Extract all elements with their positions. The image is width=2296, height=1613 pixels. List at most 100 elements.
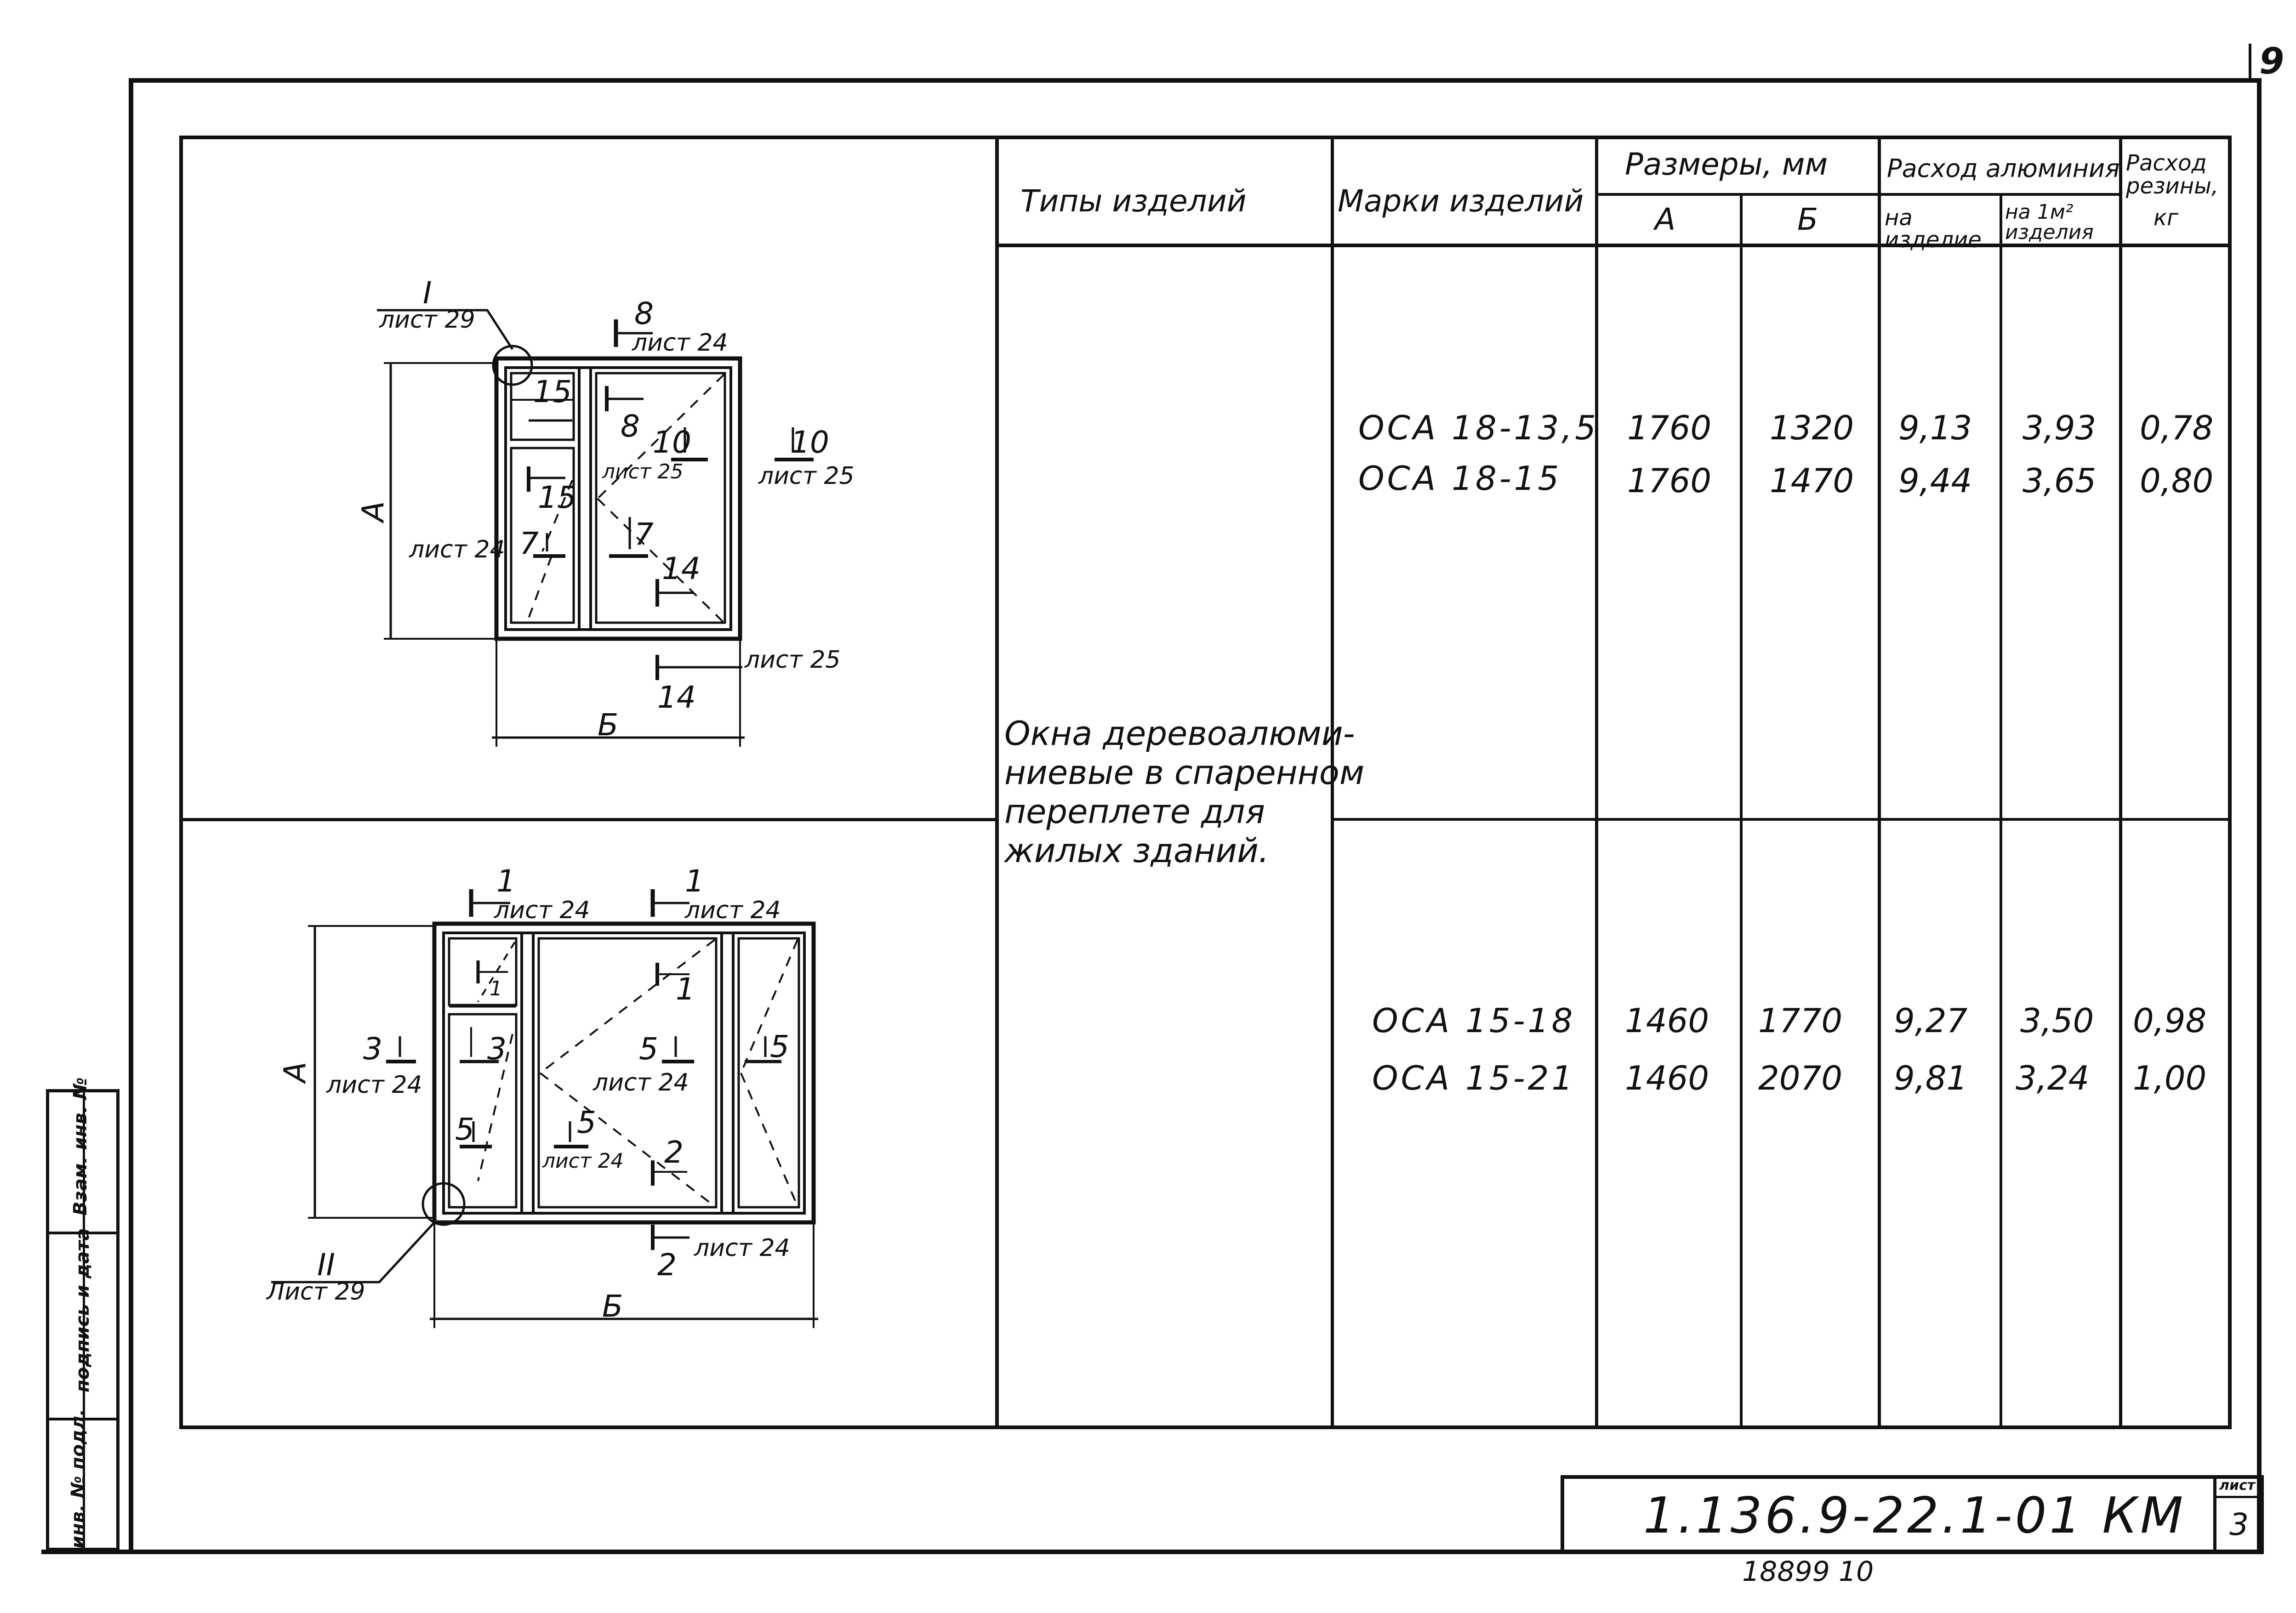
type-description-line-3: переплете для	[1004, 792, 1265, 831]
row-size-b: 2070	[1758, 1059, 1843, 1097]
section-10-sheet: лист 25	[602, 460, 684, 483]
header-bottom-line	[995, 244, 2232, 247]
row-alu-per-m2: 3,50	[2020, 1001, 2094, 1040]
d2-section-5-sheet: лист 24	[593, 1069, 689, 1096]
row-alu-per-m2: 3,24	[2016, 1059, 2090, 1097]
side-stamp-replaced: Взам. инв. №	[70, 1077, 91, 1215]
side-stamp-sign-date: подпись и дата	[72, 1228, 93, 1392]
title-block-sheet-sep	[2213, 1496, 2264, 1498]
title-block	[1561, 1475, 2264, 1554]
row-alu-per-item: 9,13	[1898, 409, 1972, 447]
outer-frame-left	[129, 78, 133, 1553]
row-alu-per-item: 9,81	[1894, 1059, 1968, 1097]
outer-frame-bottom	[41, 1550, 2262, 1554]
row-size-a: 1460	[1625, 1001, 1709, 1040]
d2-section-5r-label: 5	[770, 1029, 789, 1064]
section-10-label: 10	[653, 425, 691, 460]
row-rubber: 0,98	[2133, 1001, 2207, 1040]
header-size-b: Б	[1797, 202, 1818, 237]
section-8-sheet: лист 24	[632, 329, 728, 357]
row-alu-per-m2: 3,93	[2023, 409, 2097, 447]
section-15b-label: 15	[538, 480, 576, 515]
outer-frame-right	[2257, 78, 2262, 1553]
title-block-sheet-divider	[2213, 1475, 2216, 1554]
section-10r-label: 10	[791, 425, 829, 460]
header-subline	[1595, 193, 2121, 196]
sheet-label: лист	[2219, 1477, 2256, 1494]
d2-section-1b-sheet: лист 24	[685, 897, 781, 924]
row-mark: ОСА 18-15	[1358, 459, 1562, 498]
row-size-b: 1770	[1758, 1001, 1843, 1040]
header-per-m2: на 1м² изделия	[2005, 200, 2094, 244]
section-14b-label: 14	[657, 680, 696, 715]
side-stamp-vsep	[83, 1089, 85, 1551]
section-10r-sheet: лист 25	[758, 462, 855, 490]
row-size-a: 1460	[1625, 1059, 1709, 1097]
corner-sheet-number: 9	[2259, 41, 2285, 82]
row-size-a: 1760	[1627, 409, 1712, 447]
row-mark: ОСА 15-21	[1372, 1059, 1576, 1097]
header-sizes: Размеры, мм	[1625, 147, 1828, 182]
d2-section-1a-sheet: лист 24	[494, 897, 590, 924]
type-description-line-1: Окна деревоалюми-	[1004, 714, 1355, 753]
d2-section-2b-sheet: лист 24	[694, 1234, 790, 1262]
node-ref-1: I	[423, 275, 432, 311]
section-14-sheet: лист 25	[745, 646, 841, 674]
d2-section-3-sheet: лист 24	[326, 1071, 422, 1099]
col-line-marks	[1331, 136, 1334, 1429]
row-rubber: 1,00	[2133, 1059, 2207, 1097]
section-15-label: 15	[533, 374, 572, 409]
drawing-code: 1.136.9-22.1-01 КМ	[1643, 1487, 2186, 1545]
row-size-b: 1320	[1770, 409, 1854, 447]
section-8-label: 8	[634, 296, 654, 331]
row-alu-per-item: 9,27	[1894, 1001, 1968, 1040]
row-mark: ОСА 15-18	[1372, 1001, 1576, 1040]
node-sheet-2: Лист 29	[267, 1278, 365, 1306]
header-rubber-unit: кг	[2154, 205, 2179, 231]
header-types: Типы изделий	[1020, 183, 1247, 219]
d2-section-3-label: 3	[363, 1031, 382, 1067]
section-7-sheet: лист 24	[409, 536, 505, 563]
type-description-line-2: ниевые в спаренном	[1004, 753, 1365, 792]
dim-b-2: Б	[602, 1289, 623, 1324]
d2-section-5d-label: 5	[577, 1105, 596, 1140]
d2-section-5c-label: 5	[455, 1112, 474, 1147]
col-line-alu-m2	[2000, 193, 2002, 1429]
diagram-row-divider	[179, 818, 997, 821]
col-line-size-b	[1740, 193, 1743, 1429]
row-mark: ОСА 18-13,5	[1358, 409, 1599, 447]
header-per-item: на изделие	[1885, 205, 1982, 253]
d2-section-2-label: 2	[664, 1135, 684, 1170]
d2-section-1d-label: 1	[676, 971, 695, 1007]
col-line-rubber	[2119, 136, 2122, 1429]
corner-mark	[2249, 44, 2251, 80]
dim-a-2: А	[277, 1062, 313, 1083]
row-size-b: 1470	[1770, 461, 1854, 500]
type-description-line-4: жилых зданий.	[1004, 831, 1269, 870]
section-14-label: 14	[662, 551, 701, 586]
diagram-column-divider	[995, 136, 999, 1429]
section-7-label: 7	[519, 526, 539, 561]
header-marks: Марки изделий	[1338, 183, 1584, 219]
d2-section-3b-label: 3	[487, 1031, 507, 1067]
node-sheet-1: лист 29	[379, 306, 475, 334]
d2-section-1c-label: 1	[490, 977, 502, 1000]
side-stamp-inv-orig: инв. № подл.	[68, 1409, 89, 1549]
header-size-a: А	[1655, 202, 1676, 237]
d2-section-5d-sheet: лист 24	[542, 1149, 624, 1173]
archive-stamp: 18899 10	[1742, 1556, 1874, 1588]
header-rubber: Расход резины,	[2126, 150, 2219, 199]
d2-section-1b-label: 1	[685, 863, 704, 899]
section-7b-label: 7	[634, 517, 654, 552]
d2-section-2b-label: 2	[657, 1247, 677, 1283]
col-line-alu	[1878, 136, 1881, 1429]
col-line-size-a	[1595, 136, 1598, 1429]
d2-section-1a-label: 1	[496, 863, 516, 899]
d2-section-5-label: 5	[639, 1031, 658, 1067]
table-mid-line	[1331, 818, 2232, 821]
header-aluminum: Расход алюминия	[1887, 154, 2120, 183]
row-size-a: 1760	[1627, 461, 1712, 500]
main-drawing-box	[179, 136, 2232, 1429]
